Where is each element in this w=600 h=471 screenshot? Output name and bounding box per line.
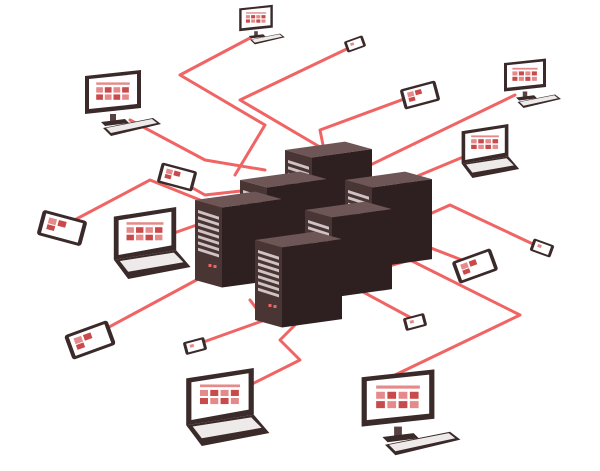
smartphone-icon [183, 337, 207, 355]
tablet-icon [64, 320, 116, 360]
server-cluster [195, 141, 432, 328]
tablet-icon [37, 210, 87, 246]
laptop-icon [461, 124, 520, 178]
network-cable [373, 258, 522, 377]
smartphone-icon [530, 238, 554, 258]
desktop-monitor-icon [239, 4, 285, 45]
network-cable [238, 43, 357, 152]
network-cable [178, 36, 267, 177]
smartphone-icon [403, 313, 427, 331]
server-rack-icon [195, 191, 282, 288]
desktop-monitor-icon [504, 58, 561, 108]
smartphone-icon [344, 35, 366, 53]
tablet-icon [157, 162, 197, 192]
laptop-icon [113, 207, 191, 279]
desktop-monitor-icon [85, 70, 161, 136]
desktop-monitor-icon [361, 369, 461, 456]
network-cable [193, 298, 267, 347]
network-cable [128, 118, 267, 172]
tablet-icon [400, 80, 440, 110]
client-devices [37, 4, 561, 456]
server-rack-icon [255, 231, 342, 328]
network-cable [228, 313, 307, 397]
tablet-icon [452, 248, 498, 284]
laptop-icon [186, 368, 270, 446]
network-cable [358, 93, 517, 172]
